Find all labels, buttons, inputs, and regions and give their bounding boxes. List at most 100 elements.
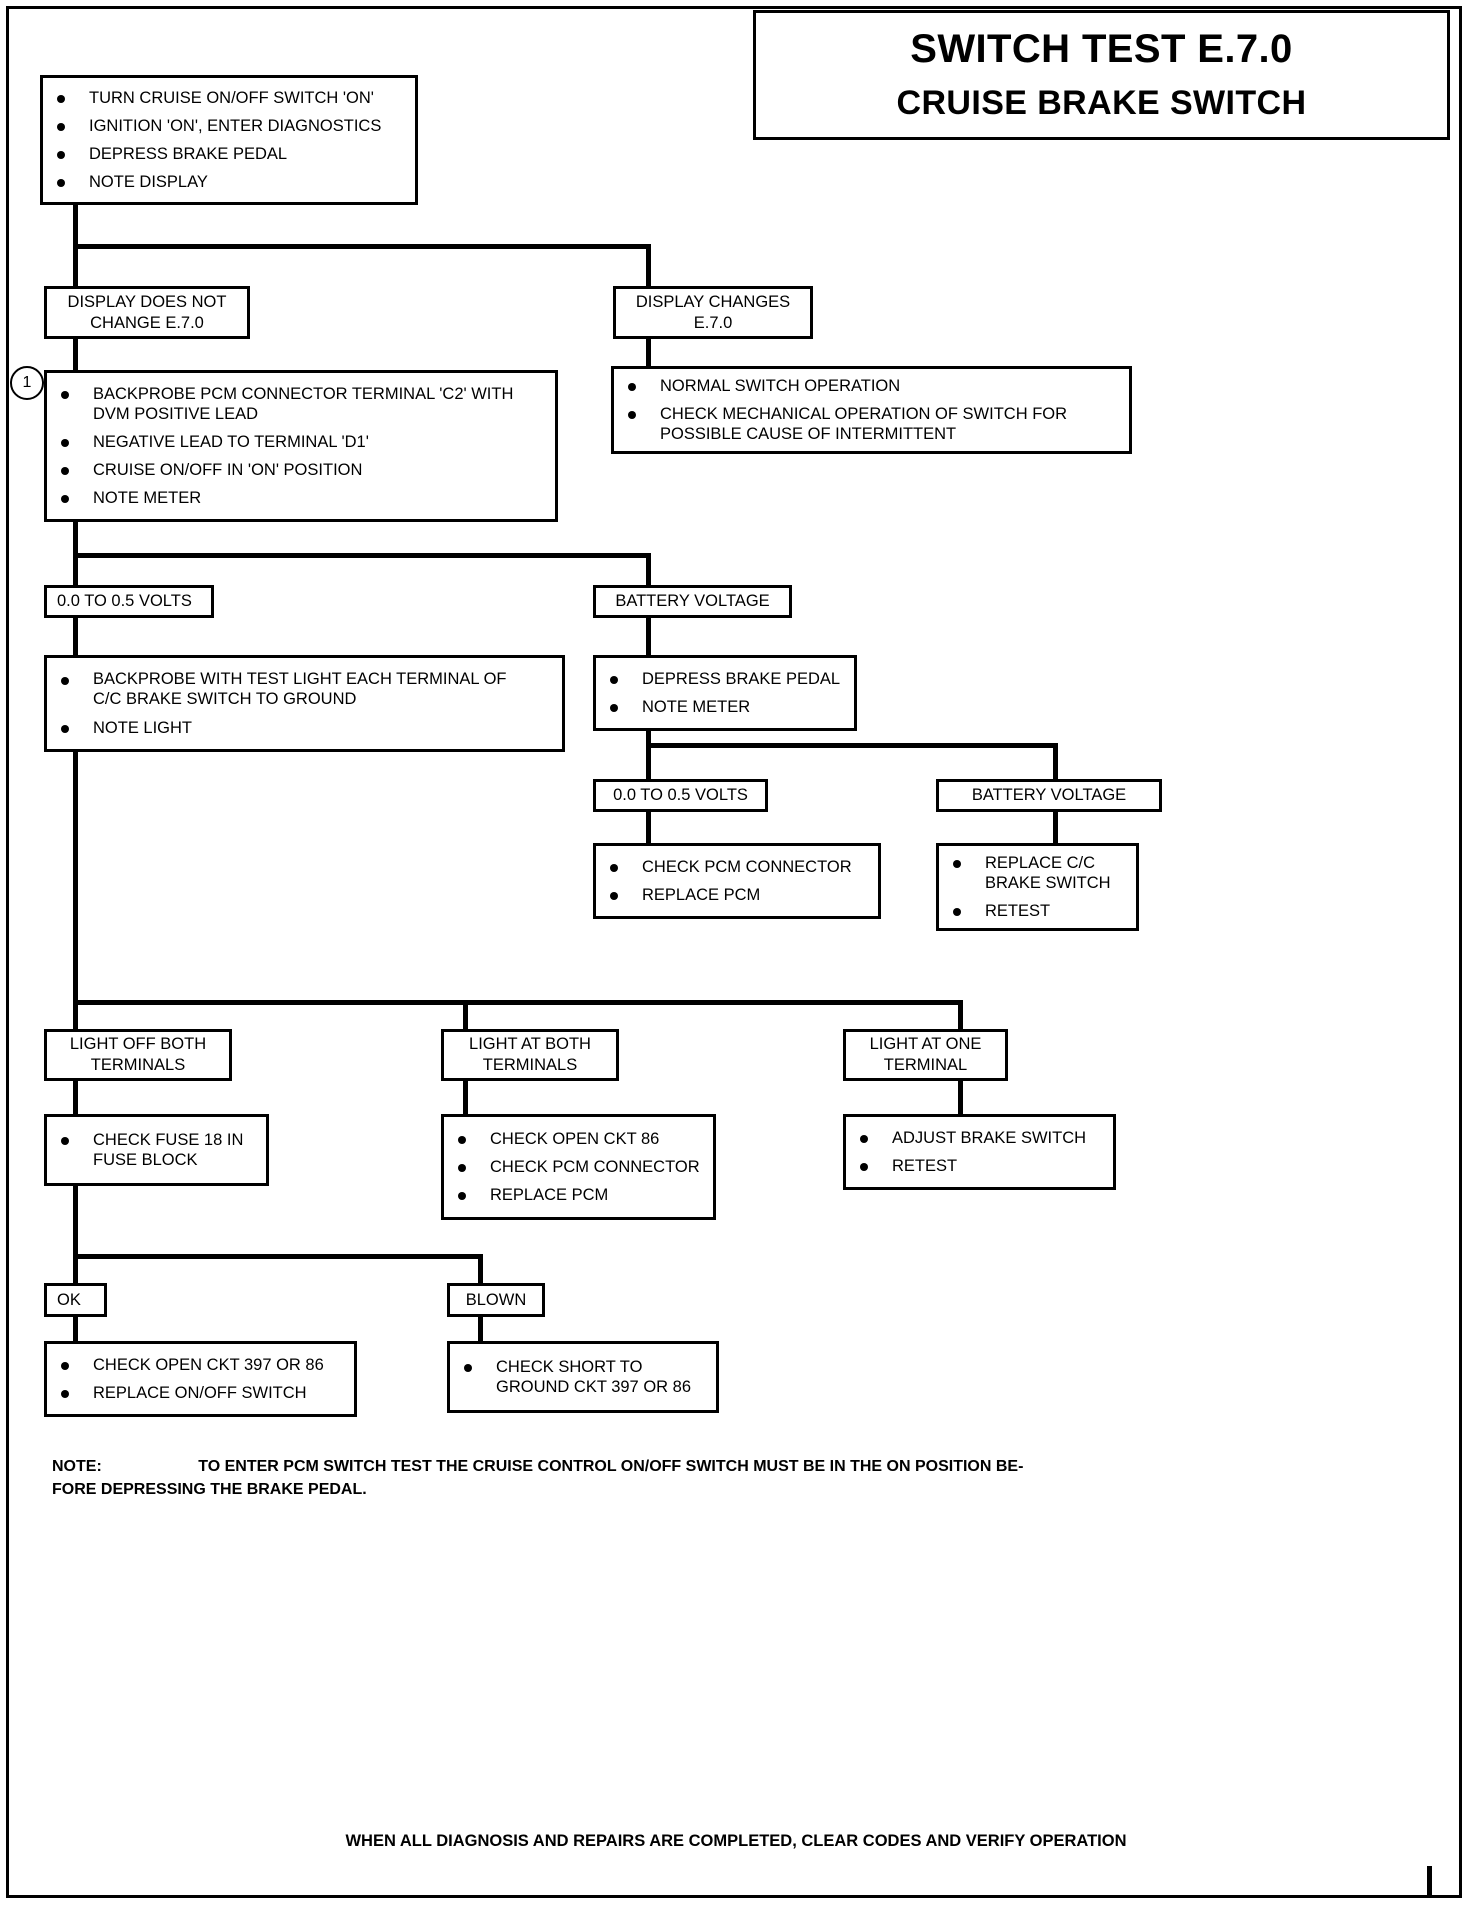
list-item: REPLACE C/C BRAKE SWITCH xyxy=(939,853,1136,893)
connector-battery2-down xyxy=(1053,810,1058,844)
node-line-1: LIGHT AT BOTH xyxy=(469,1035,591,1054)
light-at-one-terminal-box: LIGHT AT ONE TERMINAL xyxy=(843,1029,1008,1081)
list-item-line-1: REPLACE PCM xyxy=(642,886,761,904)
list-item: NOTE LIGHT xyxy=(47,718,562,738)
node-line-2: CHANGE E.7.0 xyxy=(90,313,204,332)
list-item: IGNITION 'ON', ENTER DIAGNOSTICS xyxy=(43,116,415,136)
node-label: BATTERY VOLTAGE xyxy=(615,592,770,611)
list-item-line-2: POSSIBLE CAUSE OF INTERMITTENT xyxy=(660,425,957,444)
connector-to-light-one xyxy=(958,1000,963,1030)
connector-backprobe-horizontal xyxy=(73,553,651,558)
list-item: NOTE METER xyxy=(596,697,854,717)
replace-cc-brake-switch-box: REPLACE C/C BRAKE SWITCH RETEST xyxy=(936,843,1139,931)
node-label: BATTERY VOLTAGE xyxy=(971,786,1127,805)
list-item-line-1: NORMAL SWITCH OPERATION xyxy=(660,376,901,395)
display-does-not-change-box: DISPLAY DOES NOT CHANGE E.7.0 xyxy=(44,286,250,339)
connector-nochange-down xyxy=(73,338,78,370)
list-item: CHECK SHORT TO GROUND CKT 397 OR 86 xyxy=(450,1357,716,1397)
note-line-1: TO ENTER PCM SWITCH TEST THE CRUISE CONT… xyxy=(198,1458,1024,1475)
light-off-both-terminals-box: LIGHT OFF BOTH TERMINALS xyxy=(44,1029,232,1081)
list-item: BACKPROBE WITH TEST LIGHT EACH TERMINAL … xyxy=(47,669,562,709)
connector-blown-down xyxy=(478,1316,483,1342)
list-item-line-2: GROUND CKT 397 OR 86 xyxy=(496,1378,692,1396)
node-line-1: LIGHT OFF BOTH xyxy=(69,1035,207,1054)
list-item: REPLACE PCM xyxy=(596,885,878,905)
list-item-line-1: RETEST xyxy=(985,902,1051,921)
list-item-line-1: BACKPROBE WITH TEST LIGHT EACH TERMINAL … xyxy=(93,670,507,689)
connector-lightboth-down xyxy=(463,1080,468,1115)
adjust-brake-switch-box: ADJUST BRAKE SWITCH RETEST xyxy=(843,1114,1116,1190)
connector-to-blown xyxy=(478,1254,483,1284)
list-item-line-2: BRAKE SWITCH xyxy=(985,873,1111,892)
connector-backprobe-down xyxy=(73,521,78,557)
check-open-ckt-86-box: CHECK OPEN CKT 86 CHECK PCM CONNECTOR RE… xyxy=(441,1114,716,1220)
connector-ok-down xyxy=(73,1316,78,1342)
title-line-1: SWITCH TEST E.7.0 xyxy=(910,27,1293,71)
list-item-line-1: REPLACE PCM xyxy=(490,1186,609,1205)
connector-to-changes xyxy=(646,244,651,286)
list-item: RETEST xyxy=(846,1156,1113,1176)
backprobe-test-light-box: BACKPROBE WITH TEST LIGHT EACH TERMINAL … xyxy=(44,655,565,752)
list-item: CHECK OPEN CKT 397 OR 86 xyxy=(47,1355,354,1375)
connector-to-ok xyxy=(73,1254,78,1284)
list-item: ADJUST BRAKE SWITCH xyxy=(846,1128,1113,1148)
battery-voltage-upper-box: BATTERY VOLTAGE xyxy=(593,585,792,618)
volts-low-left-box: 0.0 TO 0.5 VOLTS xyxy=(44,585,214,618)
node-line-1: DISPLAY DOES NOT xyxy=(67,292,227,311)
check-short-to-ground-box: CHECK SHORT TO GROUND CKT 397 OR 86 xyxy=(447,1341,719,1413)
list-item: NEGATIVE LEAD TO TERMINAL 'D1' xyxy=(47,432,555,452)
list-item: CHECK PCM CONNECTOR xyxy=(444,1157,713,1177)
connector-changes-down xyxy=(646,338,651,368)
note-block: NOTE: TO ENTER PCM SWITCH TEST THE CRUIS… xyxy=(52,1457,1392,1501)
connector-lightone-down xyxy=(958,1080,963,1115)
list-item: CHECK MECHANICAL OPERATION OF SWITCH FOR… xyxy=(614,404,1129,444)
depress-brake-note-meter-box: DEPRESS BRAKE PEDAL NOTE METER xyxy=(593,655,857,731)
connector-threeway-horizontal xyxy=(73,1000,963,1005)
node-line-1: LIGHT AT ONE xyxy=(869,1035,982,1054)
connector-checkfuse-down xyxy=(73,1185,78,1258)
title-line-2: CRUISE BRAKE SWITCH xyxy=(896,84,1307,122)
list-item: DEPRESS BRAKE PEDAL xyxy=(596,669,854,689)
list-item-line-1: CRUISE ON/OFF IN 'ON' POSITION xyxy=(93,461,363,480)
connector-okblown-horizontal xyxy=(73,1254,483,1259)
list-item-line-1: ADJUST BRAKE SWITCH xyxy=(892,1128,1087,1147)
reference-marker-1: 1 xyxy=(10,366,44,400)
list-item-line-2: DVM POSITIVE LEAD xyxy=(93,404,259,423)
connector-testlight-down xyxy=(73,751,78,1004)
fuse-blown-box: BLOWN xyxy=(447,1283,545,1317)
list-item: RETEST xyxy=(939,901,1136,921)
normal-switch-operation-box: NORMAL SWITCH OPERATION CHECK MECHANICAL… xyxy=(611,366,1132,454)
initial-procedure-box: TURN CRUISE ON/OFF SWITCH 'ON' IGNITION … xyxy=(40,75,418,205)
list-item-line-1: CHECK FUSE 18 IN xyxy=(93,1130,244,1149)
list-item-line-1: CHECK OPEN CKT 86 xyxy=(490,1129,660,1148)
volts-low-mid-box: 0.0 TO 0.5 VOLTS xyxy=(593,779,768,812)
connector-lightoff-down xyxy=(73,1080,78,1115)
node-line-2: TERMINALS xyxy=(90,1056,186,1074)
node-label: 0.0 TO 0.5 VOLTS xyxy=(57,592,192,611)
node-label: BLOWN xyxy=(465,1290,527,1309)
list-item: NOTE DISPLAY xyxy=(43,172,415,192)
list-item: NOTE METER xyxy=(47,488,555,508)
list-item-line-2: C/C BRAKE SWITCH TO GROUND xyxy=(93,690,357,709)
connector-to-no-change xyxy=(73,244,78,286)
check-fuse-18-box: CHECK FUSE 18 IN FUSE BLOCK xyxy=(44,1114,269,1186)
connector-start-down xyxy=(73,203,78,248)
list-item-line-1: REPLACE C/C xyxy=(985,853,1096,872)
list-item-line-2: FUSE BLOCK xyxy=(93,1151,198,1169)
connector-to-volts-low-1 xyxy=(73,553,78,587)
node-label: OK xyxy=(57,1290,81,1309)
node-line-1: DISPLAY CHANGES xyxy=(635,292,791,311)
list-item-line-1: NOTE METER xyxy=(642,698,751,716)
corner-tick-mark xyxy=(1427,1866,1432,1898)
display-changes-box: DISPLAY CHANGES E.7.0 xyxy=(613,286,813,339)
list-item: CRUISE ON/OFF IN 'ON' POSITION xyxy=(47,460,555,480)
list-item: NORMAL SWITCH OPERATION xyxy=(614,376,1129,396)
list-item-line-1: RETEST xyxy=(892,1157,958,1175)
list-item-line-1: CHECK OPEN CKT 397 OR 86 xyxy=(93,1355,324,1374)
node-line-2: TERMINALS xyxy=(482,1056,578,1074)
list-item-line-1: CHECK MECHANICAL OPERATION OF SWITCH FOR xyxy=(660,404,1068,423)
connector-to-battery-1 xyxy=(646,553,651,587)
list-item: REPLACE PCM xyxy=(444,1185,713,1205)
list-item-line-1: CHECK PCM CONNECTOR xyxy=(490,1157,700,1176)
